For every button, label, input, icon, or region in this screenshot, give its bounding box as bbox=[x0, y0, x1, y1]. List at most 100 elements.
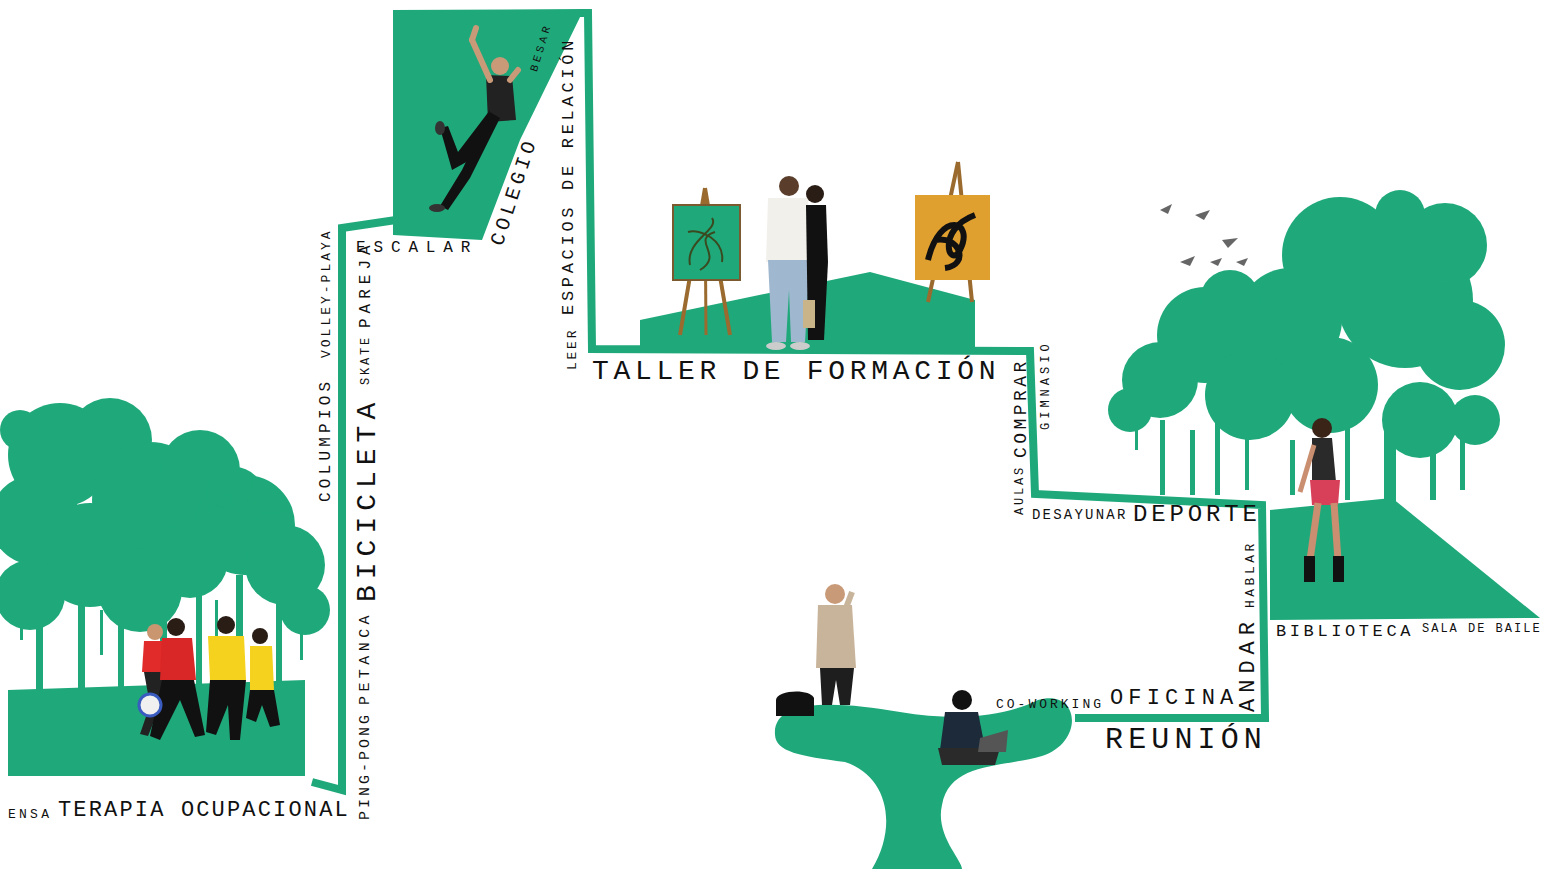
right-trees-part bbox=[1450, 395, 1500, 445]
kids-football-part bbox=[250, 646, 274, 690]
activity-label: REUNIÓN bbox=[1105, 725, 1267, 755]
left-trees-part bbox=[0, 410, 40, 450]
left-ground-part bbox=[8, 680, 305, 776]
easel-left-part bbox=[688, 218, 722, 270]
easel-left-part bbox=[673, 205, 740, 280]
easel-right-part bbox=[928, 215, 975, 268]
right-trees-part bbox=[1190, 430, 1195, 495]
left-ground bbox=[8, 680, 305, 776]
right-trees bbox=[1108, 190, 1505, 502]
skater-part bbox=[1310, 503, 1318, 560]
skater-part bbox=[1304, 556, 1315, 582]
kids-football bbox=[139, 616, 280, 740]
kids-football-part bbox=[252, 628, 268, 644]
meeting-ground-part bbox=[775, 698, 1072, 869]
kids-football-part bbox=[167, 618, 185, 636]
skater bbox=[1300, 418, 1344, 582]
activity-label: CO-WORKING bbox=[996, 698, 1104, 711]
kids-football-part bbox=[217, 616, 235, 634]
visitors-part bbox=[806, 185, 824, 203]
visitors-part bbox=[766, 198, 812, 262]
right-ground-part bbox=[1270, 498, 1540, 620]
easel-right-part bbox=[915, 195, 990, 280]
businessman-part bbox=[825, 584, 845, 604]
visitors-part bbox=[803, 300, 815, 328]
birds bbox=[1160, 204, 1248, 266]
climber-part bbox=[440, 112, 500, 210]
skater-part bbox=[1333, 556, 1344, 582]
climber bbox=[429, 28, 518, 212]
birds-part bbox=[1236, 258, 1248, 266]
laptop-worker-part bbox=[952, 690, 972, 710]
right-ground bbox=[1270, 498, 1540, 620]
activity-label: ESCALAR bbox=[356, 240, 478, 256]
laptop-worker-part bbox=[940, 712, 985, 750]
right-trees-part bbox=[1290, 440, 1295, 495]
activity-label: ANDAR bbox=[1238, 616, 1260, 712]
activity-label: SKATE bbox=[360, 335, 372, 385]
skater-part bbox=[1310, 480, 1340, 505]
climber-part bbox=[472, 28, 476, 40]
climbing-wall-part bbox=[393, 9, 584, 240]
left-trees-part bbox=[215, 480, 290, 520]
left-trees-part bbox=[100, 610, 103, 655]
left-trees bbox=[0, 398, 330, 695]
activity-label: PING-PONG bbox=[358, 712, 373, 820]
activity-label: SALA DE BAILE bbox=[1422, 623, 1542, 635]
activity-label: AULAS bbox=[1014, 465, 1026, 515]
right-trees-part bbox=[1200, 270, 1260, 330]
activity-label: LEER bbox=[566, 328, 579, 370]
meeting-ground bbox=[775, 698, 1072, 869]
skater-part bbox=[1312, 418, 1332, 438]
kids-football-part bbox=[246, 690, 280, 727]
businessman-part bbox=[846, 592, 852, 608]
visitors-part bbox=[779, 176, 799, 196]
activity-band-part bbox=[578, 13, 1265, 718]
activity-label: DEPORTE bbox=[1133, 503, 1261, 527]
right-trees-part bbox=[1382, 382, 1458, 458]
right-trees-part bbox=[1205, 350, 1295, 440]
kids-football-part bbox=[147, 624, 163, 640]
businessman-part bbox=[776, 691, 814, 716]
climber-part bbox=[510, 70, 518, 80]
activity-label: ESPACIOS DE RELACIÓN bbox=[560, 37, 577, 315]
climber-part bbox=[472, 40, 490, 80]
kids-football-part bbox=[160, 638, 196, 680]
birds-part bbox=[1222, 238, 1238, 248]
right-trees-part bbox=[1375, 190, 1425, 240]
laptop-worker-part bbox=[978, 730, 1008, 752]
right-trees-part bbox=[1415, 300, 1505, 390]
left-trees-part bbox=[0, 560, 65, 630]
climber-part bbox=[435, 121, 445, 135]
skater-part bbox=[1312, 438, 1336, 482]
easel-right bbox=[915, 162, 990, 302]
visitors-part bbox=[766, 342, 786, 350]
activity-label: OFICINA bbox=[1110, 688, 1238, 710]
easel-left bbox=[673, 188, 740, 335]
left-trees-part bbox=[280, 585, 330, 635]
activity-label: TALLER DE FORMACIÓN bbox=[592, 358, 1000, 386]
right-trees-part bbox=[1160, 420, 1165, 495]
birds-part bbox=[1210, 258, 1222, 266]
visitors-part bbox=[790, 342, 810, 350]
activity-label: GIMNASIO bbox=[1040, 340, 1052, 430]
climber-part bbox=[491, 57, 509, 75]
birds-part bbox=[1160, 204, 1172, 214]
activity-label: DESAYUNAR bbox=[1032, 508, 1128, 522]
activity-label: TERAPIA OCUPACIONAL bbox=[58, 800, 350, 822]
activity-label: BICICLETA bbox=[354, 397, 382, 602]
right-trees-part bbox=[1282, 337, 1378, 433]
activity-band-part bbox=[312, 220, 396, 790]
visitors bbox=[766, 176, 828, 350]
activity-label: HABLAR bbox=[1244, 540, 1257, 608]
skater-part bbox=[1334, 503, 1338, 560]
activity-label: VOLLEY-PLAYA bbox=[320, 228, 333, 358]
activity-label: COMPRAR bbox=[1012, 358, 1030, 458]
right-trees-part bbox=[1108, 388, 1152, 432]
businessman-part bbox=[816, 605, 856, 668]
birds-part bbox=[1180, 256, 1195, 266]
activity-label: BIBLIOTECA bbox=[1276, 623, 1414, 640]
right-trees-part bbox=[1345, 420, 1350, 500]
